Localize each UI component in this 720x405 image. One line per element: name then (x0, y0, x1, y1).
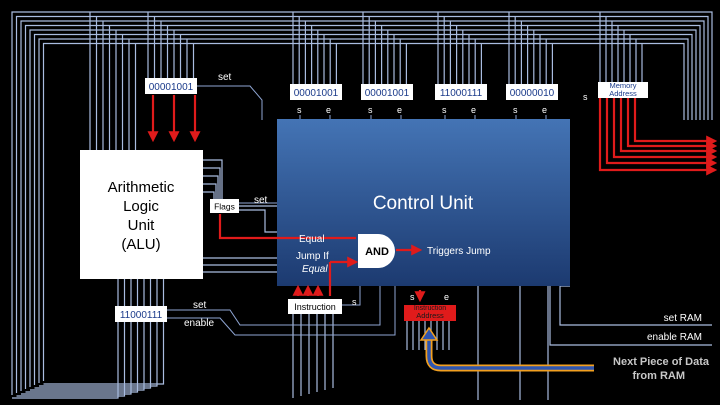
output-enable-label: enable (184, 318, 214, 329)
bus-wire (342, 286, 361, 306)
instruction-s-label: s (352, 297, 357, 307)
next-piece-label-1: Next Piece of Data (613, 356, 710, 368)
jump-if-equal-label: Equal (302, 264, 328, 275)
alu-line-3: Unit (128, 217, 156, 234)
alu-box (80, 150, 203, 279)
input-set-label: set (218, 72, 232, 83)
bus-wire (203, 183, 217, 199)
cu-register-e-label: e (471, 105, 476, 115)
next-data-arrow-core (427, 338, 594, 370)
bus-wire (549, 286, 712, 346)
cu-register-3 (435, 84, 487, 100)
signal-lines (147, 95, 718, 303)
instruction-address-label-bottom: Address (416, 311, 444, 320)
cu-register-e-label: e (326, 105, 331, 115)
control-unit-box (277, 119, 570, 286)
memory-address-label-top: Memory (609, 81, 636, 90)
bus-wire (203, 159, 223, 199)
bus-wire (34, 322, 152, 389)
next-data-arrow (425, 338, 594, 372)
cu-register-e-label: e (397, 105, 402, 115)
instruction-address-s-label: s (410, 292, 415, 302)
next-piece-label-2: from RAM (632, 370, 685, 382)
and-gate-label: AND (365, 246, 389, 258)
triggers-jump-label: Triggers Jump (427, 246, 491, 257)
instruction-address-register (404, 305, 456, 321)
memory-address-s-label: s (583, 92, 588, 102)
enable-ram-label: enable RAM (647, 332, 702, 343)
bus-wire (203, 191, 215, 199)
bus-wire (239, 209, 277, 233)
control-unit-title: Control Unit (373, 193, 474, 214)
bus-wire (167, 286, 396, 336)
equal-label: Equal (299, 234, 325, 245)
cu-register-s-label: s (368, 105, 373, 115)
flags-label: Flags (214, 202, 235, 212)
cu-register-value: 00001001 (365, 88, 410, 99)
cu-register-s-label: s (513, 105, 518, 115)
cu-register-1 (290, 84, 342, 100)
cu-register-2 (361, 84, 413, 100)
memory-address-register (598, 82, 648, 98)
instruction-register (288, 299, 342, 314)
memory-address-label-bottom: Address (609, 89, 637, 98)
bus-wire (21, 322, 132, 395)
instruction-address-e-label: e (444, 292, 449, 302)
cu-register-value: 11000111 (440, 88, 483, 99)
flags-register (210, 199, 239, 213)
bus-wire (203, 175, 219, 199)
bus-wire (39, 322, 158, 387)
alu-line-4: (ALU) (121, 236, 160, 253)
bus-wire (43, 322, 165, 385)
bus-wire (11, 11, 713, 395)
cu-registers: 00001001 s e 00001001 s e 11000111 s e 00000010 s e (290, 84, 558, 119)
alu-output-register (115, 306, 167, 322)
bus-wires (11, 11, 713, 400)
cu-register-s-label: s (442, 105, 447, 115)
instruction-address-label-top: Instruction (414, 305, 446, 312)
cu-register-value: 00001001 (294, 88, 339, 99)
alu-input-register-value: 00001001 (149, 82, 194, 93)
bus-wire (203, 167, 221, 199)
cu-register-e-label: e (542, 105, 547, 115)
bus-wire (167, 286, 381, 326)
next-data-arrow-head (419, 326, 439, 341)
alu-line-2: Logic (123, 198, 159, 215)
flags-set-label: set (254, 195, 268, 206)
bus-wire (42, 42, 685, 381)
alu-input-register (145, 78, 197, 94)
jump-if-label: Jump If (296, 251, 329, 262)
bus-wire (25, 322, 139, 393)
and-gate (358, 234, 395, 268)
alu-output-register-value: 11000111 (120, 310, 163, 321)
bus-wire (16, 322, 126, 397)
alu-line-1: Arithmetic (108, 179, 175, 196)
output-set-label: set (193, 300, 207, 311)
bus-wire (12, 322, 119, 399)
cu-register-value: 00000010 (510, 88, 555, 99)
cu-register-4 (506, 84, 558, 100)
instruction-label: Instruction (294, 302, 336, 312)
set-ram-label: set RAM (664, 313, 702, 324)
bus-wire (30, 322, 145, 391)
cu-register-s-label: s (297, 105, 302, 115)
bus-wire (197, 85, 263, 120)
bus-wire (15, 15, 709, 393)
